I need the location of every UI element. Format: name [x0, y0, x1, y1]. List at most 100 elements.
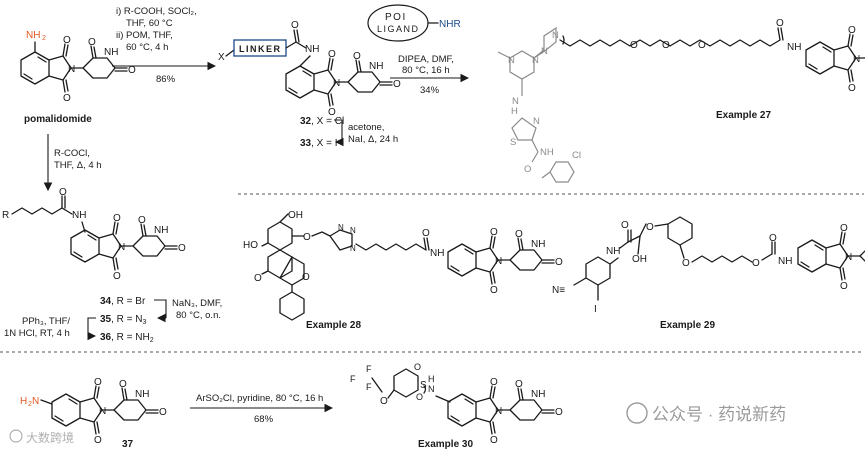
svg-text:N: N	[541, 46, 548, 57]
svg-text:1N HCl, RT, 4 h: 1N HCl, RT, 4 h	[4, 328, 70, 339]
svg-text:R: R	[2, 210, 9, 221]
svg-text:H: H	[20, 396, 27, 407]
top-conditions: i) R-COOH, SOCl₂, THF, 60 °C ii) POM, TH…	[116, 6, 197, 53]
svg-text:N: N	[532, 55, 539, 66]
svg-text:O: O	[752, 258, 760, 269]
svg-text:公众号 · 药说新药: 公众号 · 药说新药	[652, 405, 786, 424]
compound-37-label: 37	[122, 439, 134, 450]
example-29-label: Example 29	[660, 320, 715, 331]
svg-text:O: O	[254, 273, 262, 284]
svg-text:O: O	[630, 40, 638, 51]
svg-text:X: X	[218, 52, 225, 63]
svg-text:DIPEA, DMF,: DIPEA, DMF,	[398, 54, 454, 65]
svg-text:N: N	[508, 55, 515, 66]
svg-text:THF, Δ, 4 h: THF, Δ, 4 h	[54, 160, 102, 171]
svg-text:N: N	[512, 96, 519, 107]
svg-text:F: F	[350, 374, 356, 384]
compound-36-label: 36, R = NH2	[100, 332, 154, 344]
compound-32-label: 32, X = Cl	[300, 116, 344, 127]
svg-text:N: N	[338, 223, 344, 232]
example-28-label: Example 28	[306, 320, 361, 331]
svg-text:O: O	[416, 392, 423, 402]
svg-text:F: F	[366, 364, 372, 374]
linker-intermediate-structure: X LINKER O NH	[218, 20, 402, 119]
example-30-label: Example 30	[418, 439, 473, 450]
svg-text:LINKER: LINKER	[239, 44, 282, 54]
svg-text:O: O	[769, 233, 777, 244]
svg-text:N≡: N≡	[552, 285, 565, 296]
svg-text:2: 2	[42, 35, 46, 42]
watermark-logo-icon	[9, 429, 23, 443]
svg-text:NH: NH	[540, 147, 554, 158]
svg-text:N: N	[32, 396, 39, 407]
svg-text:O: O	[422, 228, 430, 239]
svg-text:O: O	[414, 362, 421, 372]
svg-text:80 °C, o.n.: 80 °C, o.n.	[176, 310, 221, 321]
svg-text:O: O	[303, 232, 311, 243]
svg-text:O: O	[682, 258, 690, 269]
poi-ligand-badge: POI LIGAND NHR	[367, 4, 461, 42]
example-28-structure: OH HO O O O N N N O NH	[243, 210, 564, 321]
svg-text:R-COCl,: R-COCl,	[54, 148, 90, 159]
svg-text:i) R-COOH, SOCl₂,: i) R-COOH, SOCl₂,	[116, 6, 197, 17]
svg-text:ii) POM, THF,: ii) POM, THF,	[116, 30, 173, 41]
svg-text:NHR: NHR	[439, 19, 461, 30]
svg-text:NaI, Δ, 24 h: NaI, Δ, 24 h	[348, 134, 398, 145]
example-30-structure: F F F O O S O N H	[350, 362, 564, 447]
svg-text:O: O	[698, 40, 706, 51]
compound-33-label: 33, X = I	[300, 138, 338, 149]
svg-text:NH: NH	[430, 248, 444, 259]
svg-text:O: O	[291, 20, 299, 31]
svg-text:大数跨境: 大数跨境	[26, 430, 74, 445]
pomalidomide-label: pomalidomide	[24, 114, 92, 125]
svg-text:THF, 60 °C: THF, 60 °C	[126, 18, 173, 29]
svg-text:O: O	[59, 187, 67, 198]
svg-text:NH: NH	[606, 246, 620, 257]
svg-text:LIGAND: LIGAND	[377, 24, 420, 34]
svg-text:NH: NH	[778, 256, 792, 267]
arso2cl-yield: 68%	[254, 414, 274, 425]
svg-text:N: N	[350, 244, 356, 253]
svg-text:S: S	[420, 380, 427, 391]
example-27-label: Example 27	[716, 110, 771, 121]
svg-text:O: O	[662, 40, 670, 51]
example-27-structure: N N N N N H S N O NH Cl O O O O NH	[497, 18, 865, 183]
svg-text:N: N	[552, 30, 559, 41]
svg-text:acetone,: acetone,	[348, 122, 384, 133]
compound-34-label: 34, R = Br	[100, 296, 146, 307]
svg-text:O: O	[380, 396, 388, 407]
svg-text:O: O	[621, 220, 629, 231]
top-yield: 86%	[156, 74, 176, 85]
svg-text:O: O	[524, 164, 531, 175]
svg-text:80 °C, 16 h: 80 °C, 16 h	[402, 65, 450, 76]
svg-text:S: S	[510, 137, 516, 148]
svg-text:O: O	[776, 18, 784, 29]
svg-text:HO: HO	[243, 240, 258, 251]
compound-35-label: 35, R = N3	[100, 314, 147, 326]
svg-text:NaN₃, DMF,: NaN₃, DMF,	[172, 298, 222, 309]
svg-text:60 °C, 4 h: 60 °C, 4 h	[126, 42, 168, 53]
svg-text:POI: POI	[385, 12, 407, 23]
svg-text:N: N	[533, 116, 540, 127]
bracket-arrow-34-35	[154, 299, 167, 318]
svg-text:OH: OH	[632, 254, 647, 265]
svg-text:I: I	[594, 304, 597, 315]
alkyl-amide-structure: R O NH	[2, 187, 187, 283]
svg-text:H: H	[428, 374, 435, 384]
svg-text:PPh₃, THF/: PPh₃, THF/	[22, 316, 70, 327]
svg-text:N: N	[350, 226, 356, 235]
svg-text:N: N	[428, 384, 435, 394]
svg-text:OH: OH	[288, 210, 303, 221]
svg-text:F: F	[366, 382, 372, 392]
svg-text:O: O	[646, 222, 654, 233]
svg-text:NH: NH	[787, 42, 801, 53]
watermark-left: 大数跨境	[9, 429, 74, 445]
svg-text:Cl: Cl	[572, 150, 581, 161]
svg-text:2: 2	[28, 401, 32, 408]
bracket-arrow-35-36	[87, 317, 96, 336]
dipea-yield: 34%	[420, 85, 440, 96]
wechat-icon	[626, 402, 648, 424]
